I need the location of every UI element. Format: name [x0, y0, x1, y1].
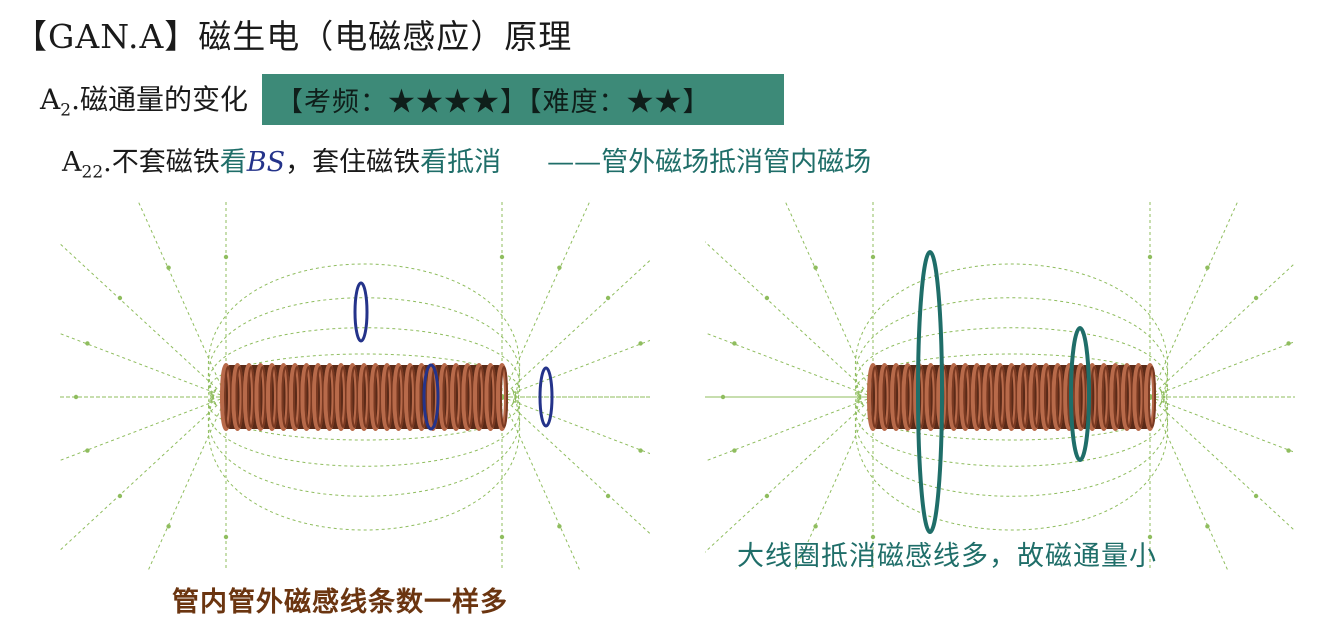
right-solenoid-diagram — [705, 200, 1295, 570]
left-solenoid-diagram — [60, 200, 650, 570]
subsection-part4: ，套住磁铁 — [285, 147, 421, 178]
subsection-heading: A22.不套磁铁看BS，套住磁铁看抵消 ——管外磁场抵消管内磁场 — [62, 140, 871, 182]
subsection-prefix: A — [62, 147, 82, 178]
subsection-bs: BS — [246, 147, 286, 178]
subsection-index: 22 — [81, 162, 104, 183]
subsection-part1: .不套磁铁 — [103, 147, 220, 178]
right-caption: 大线圈抵消磁感线多，故磁通量小 — [737, 541, 1157, 572]
subtitle-prefix: A — [40, 83, 61, 117]
left-coil — [220, 363, 508, 431]
subtitle-index: 2 — [60, 100, 72, 121]
left-loop-on-coil — [422, 363, 440, 431]
subtitle: A2.磁通量的变化 — [40, 78, 248, 121]
left-caption: 管内管外磁感线条数一样多 — [172, 587, 508, 618]
right-coil — [867, 363, 1156, 431]
right-large-loop — [916, 250, 944, 534]
frequency-difficulty-badge: 【考频：★★★★】【难度：★★】 — [261, 74, 784, 125]
subsection-part2: 看 — [219, 147, 247, 178]
left-field-lines — [60, 200, 650, 570]
subtitle-text: .磁通量的变化 — [71, 83, 248, 117]
left-loop-top — [353, 281, 369, 343]
left-loop-outside — [538, 366, 554, 428]
subtitle-row: A2.磁通量的变化 【考频：★★★★】【难度：★★】 — [40, 74, 784, 125]
subsection-part6: ——管外磁场抵消管内磁场 — [547, 147, 872, 178]
right-small-loop — [1069, 326, 1091, 462]
subsection-part5: 看抵消 — [420, 147, 502, 178]
page-title: 【GAN.A】磁生电（电磁感应）原理 — [14, 17, 573, 56]
